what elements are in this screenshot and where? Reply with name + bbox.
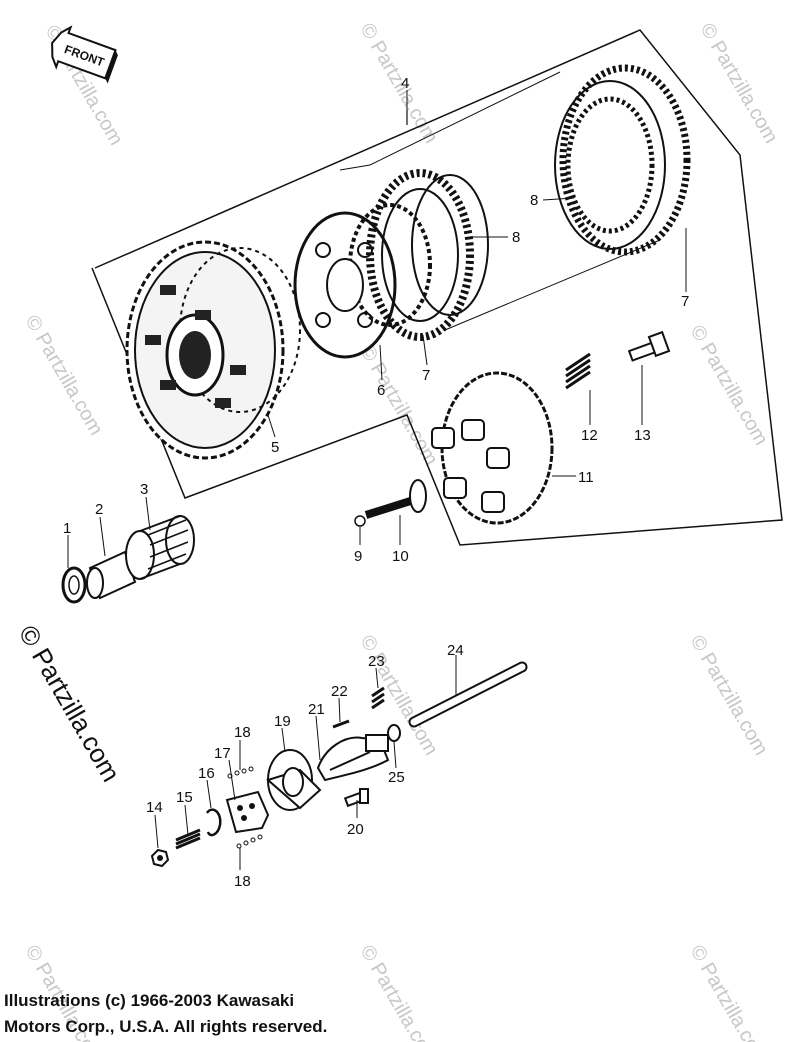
leader-lines [67,90,687,870]
watermark: © Partzilla.com [356,342,442,470]
nut-14 [150,848,170,868]
push-rod-long [408,661,528,728]
circlip [205,808,222,837]
callout-19: 19 [274,713,291,730]
callout-21: 21 [308,701,325,718]
ball-set-upper [227,766,254,779]
callout-1: 1 [63,520,71,537]
callout-17: 17 [214,745,231,762]
friction-plate-middle [366,169,489,341]
callout-4: 4 [401,75,409,92]
front-arrow-icon: FRONT [51,25,118,84]
ball-set-lower [236,834,263,849]
friction-plate-right [554,64,691,256]
callout-8-middle: 8 [512,229,520,246]
callout-12: 12 [581,427,598,444]
release-lever [316,734,390,782]
release-housing [265,749,322,811]
clutch-spring [565,352,591,390]
callout-8-right: 8 [530,192,538,209]
callout-14: 14 [146,799,163,816]
push-rod [364,479,427,519]
watermark: © Partzilla.com [686,632,772,760]
watermark: © Partzilla.com [686,322,772,450]
callout-18-upper: 18 [234,724,251,741]
sleeve [86,550,137,600]
callout-15: 15 [176,789,193,806]
adjuster-body [225,790,270,834]
callout-7-right: 7 [681,293,689,310]
o-ring-25 [387,724,401,742]
assembly-outline [91,29,783,546]
callout-20: 20 [347,821,364,838]
callout-22: 22 [331,683,348,700]
needle-bearing [125,515,195,580]
callout-3: 3 [140,481,148,498]
callout-18-lower: 18 [234,873,251,890]
watermark: © Partzilla.com [21,312,107,440]
watermark: © Partzilla.com [696,20,782,148]
watermarks: © Partzilla.com © Partzilla.com © Partzi… [13,20,782,1042]
callout-16: 16 [198,765,215,782]
washer [61,566,87,604]
copyright-notice: Illustrations (c) 1966-2003 Kawasaki Mot… [4,988,564,1040]
clutch-housing-gear [125,240,301,460]
steel-ball [354,515,366,527]
callout-25: 25 [388,769,405,786]
bolt-20 [343,788,369,808]
callout-13: 13 [634,427,651,444]
callout-5: 5 [271,439,279,456]
callout-7-middle: 7 [422,367,430,384]
callout-10: 10 [392,548,409,565]
callout-11: 11 [578,469,594,486]
clutch-bolt [627,330,671,362]
callout-numbers: 1 2 3 4 5 6 7 7 8 8 9 10 11 12 13 14 15 … [63,75,689,890]
callout-23: 23 [368,653,385,670]
callout-2: 2 [95,501,103,518]
pressure-plate [431,371,554,525]
copyright-line-2: Motors Corp., U.S.A. All rights reserved… [4,1017,328,1036]
callout-9: 9 [354,548,362,565]
watermark-prominent: © Partzilla.com [13,620,127,787]
callout-24: 24 [447,642,464,659]
watermark: © Partzilla.com [686,942,772,1042]
spring-23 [371,686,385,710]
callout-6: 6 [377,382,385,399]
watermark: © Partzilla.com [356,20,442,148]
copyright-line-1: Illustrations (c) 1966-2003 Kawasaki [4,991,295,1010]
pin-22 [332,719,350,729]
